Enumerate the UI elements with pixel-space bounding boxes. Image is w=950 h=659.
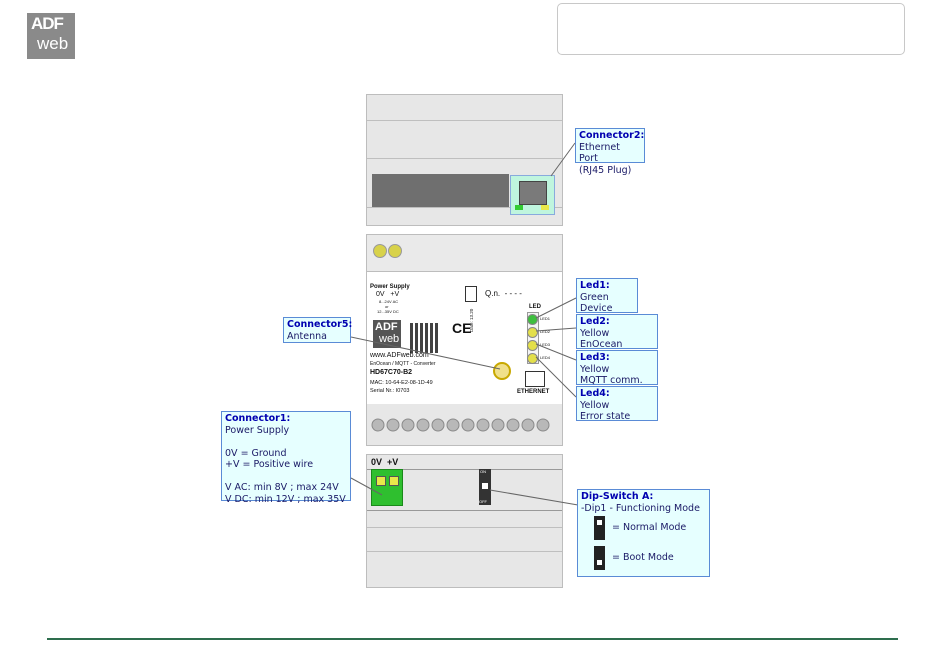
callout-led1-line1: Green xyxy=(580,291,609,303)
led1-label: LED1 xyxy=(540,316,551,321)
led3 xyxy=(527,340,538,351)
callout-connector1-title: Connector1: xyxy=(225,413,291,424)
screw-row xyxy=(367,415,562,435)
callout-led3: Led3: Yellow MQTT comm. xyxy=(576,350,658,386)
callout-connector1-line5 xyxy=(225,471,347,483)
power-supply-title: Power Supply xyxy=(370,284,410,290)
led1 xyxy=(527,314,538,325)
ethernet-label: ETHERNET xyxy=(517,389,550,395)
footer-line xyxy=(47,638,898,640)
power-supply-or: or xyxy=(385,304,389,309)
led3-label: LED3 xyxy=(540,342,551,347)
callout-connector2: Connector2: Ethernet Port (RJ45 Plug) xyxy=(575,128,645,176)
callout-connector1: Connector1: Power Supply 0V = Ground +V … xyxy=(221,411,351,505)
callout-led2: Led2: Yellow EnOcean comm. xyxy=(576,314,658,362)
led-header: LED xyxy=(529,304,541,310)
callout-dipswitch: Dip-Switch A: -Dip1 - Functioning Mode =… xyxy=(577,489,710,577)
dip-normal-icon xyxy=(594,516,605,540)
led2 xyxy=(527,327,538,338)
callout-connector1-line6: V AC: min 8V ; max 24V xyxy=(225,482,339,493)
label-logo: ADF web xyxy=(373,320,401,348)
led2-label: LED2 xyxy=(540,329,551,334)
callout-connector1-line4: +V = Positive wire xyxy=(225,459,314,470)
screw-terminals xyxy=(371,418,550,432)
callout-connector1-line2 xyxy=(225,436,347,448)
module-top-dark-strip xyxy=(372,174,509,207)
serial-label: Serial Nr.: I0703 xyxy=(370,388,410,394)
mac-label: MAC: 10-64-E2-08-1D-49 xyxy=(370,380,433,386)
rj45-port xyxy=(510,175,555,215)
callout-dipswitch-boot: = Boot Mode xyxy=(612,552,674,563)
callout-connector5: Connector5: Antenna xyxy=(283,317,353,343)
callout-led3-line1: Yellow xyxy=(580,363,610,375)
dip-switch[interactable]: ON OFF xyxy=(479,469,491,505)
rj45-led-green xyxy=(515,205,523,210)
callout-dipswitch-line1: -Dip1 - Functioning Mode xyxy=(581,502,700,514)
ethernet-icon xyxy=(525,371,545,387)
callout-connector5-title: Connector5: xyxy=(287,319,353,330)
callout-connector1-line3: 0V = Ground xyxy=(225,447,287,459)
antenna-connector xyxy=(493,362,511,380)
qr-code xyxy=(410,323,440,353)
callout-connector1-line1: Power Supply xyxy=(225,424,290,436)
callout-led4-title: Led4: xyxy=(580,388,610,399)
callout-led2-title: Led2: xyxy=(580,316,610,327)
callout-led1: Led1: Green Device state xyxy=(576,278,638,326)
callout-led3-line2: MQTT comm. xyxy=(580,375,643,386)
module-top xyxy=(366,94,563,226)
callout-connector2-line2: (RJ45 Plug) xyxy=(579,164,632,176)
callout-connector2-title: Connector2: xyxy=(579,130,645,141)
callout-led4: Led4: Yellow Error state xyxy=(576,386,658,422)
callout-connector5-line1: Antenna xyxy=(287,330,327,342)
callout-led2-line1: Yellow xyxy=(580,327,610,339)
power-supply-dc: 12...35V DC xyxy=(377,309,399,314)
power-supply-terminals: 0V +V xyxy=(376,291,400,298)
url-label: www.ADFweb.com xyxy=(370,352,429,359)
ce-mark: CE xyxy=(452,320,472,336)
logo-line2: web xyxy=(37,34,69,53)
dip-boot-icon xyxy=(594,546,605,570)
module-bottom: 0V +V ON OFF xyxy=(366,454,563,588)
qn-label: Q.n. - - - - xyxy=(485,289,522,298)
callout-connector2-line1: Ethernet Port xyxy=(579,141,620,165)
callout-dipswitch-title: Dip-Switch A: xyxy=(581,491,654,502)
module-top-bottom-strip xyxy=(367,207,562,208)
callout-dipswitch-normal: = Normal Mode xyxy=(612,522,687,533)
callout-connector1-line7: V DC: min 12V ; max 35V xyxy=(225,493,346,505)
callout-led1-title: Led1: xyxy=(580,280,610,291)
product-desc: EnOcean / MQTT - Converter xyxy=(370,361,436,367)
adfweb-logo: ADF web xyxy=(27,13,75,59)
dip-switch-label-small xyxy=(465,286,477,302)
logo-line1: ADF xyxy=(31,14,64,33)
header-box xyxy=(557,3,905,55)
model-label: HD67C70-B2 xyxy=(370,369,413,376)
callout-led4-line2: Error state xyxy=(580,411,631,422)
led4-label: LED4 xyxy=(540,355,551,360)
front-label: Power Supply 0V +V 8...24V AC or 12...35… xyxy=(367,272,562,404)
power-supply-ac: 8...24V AC xyxy=(379,299,399,304)
front-top-leds xyxy=(367,235,562,272)
dip-switch-on: ON xyxy=(480,469,486,474)
rj45-led-yellow xyxy=(541,205,549,210)
callout-led3-title: Led3: xyxy=(580,352,610,363)
terminal-labels: 0V +V xyxy=(371,457,399,467)
label-logo-line2: web xyxy=(379,333,400,345)
terminal-block-outline xyxy=(367,469,562,511)
label-logo-line1: ADF xyxy=(375,321,398,333)
power-terminal xyxy=(371,469,403,506)
callout-led4-line1: Yellow xyxy=(580,399,610,411)
module-front: Power Supply 0V +V 8...24V AC or 12...35… xyxy=(366,234,563,446)
dip-switch-off: OFF xyxy=(479,499,487,504)
